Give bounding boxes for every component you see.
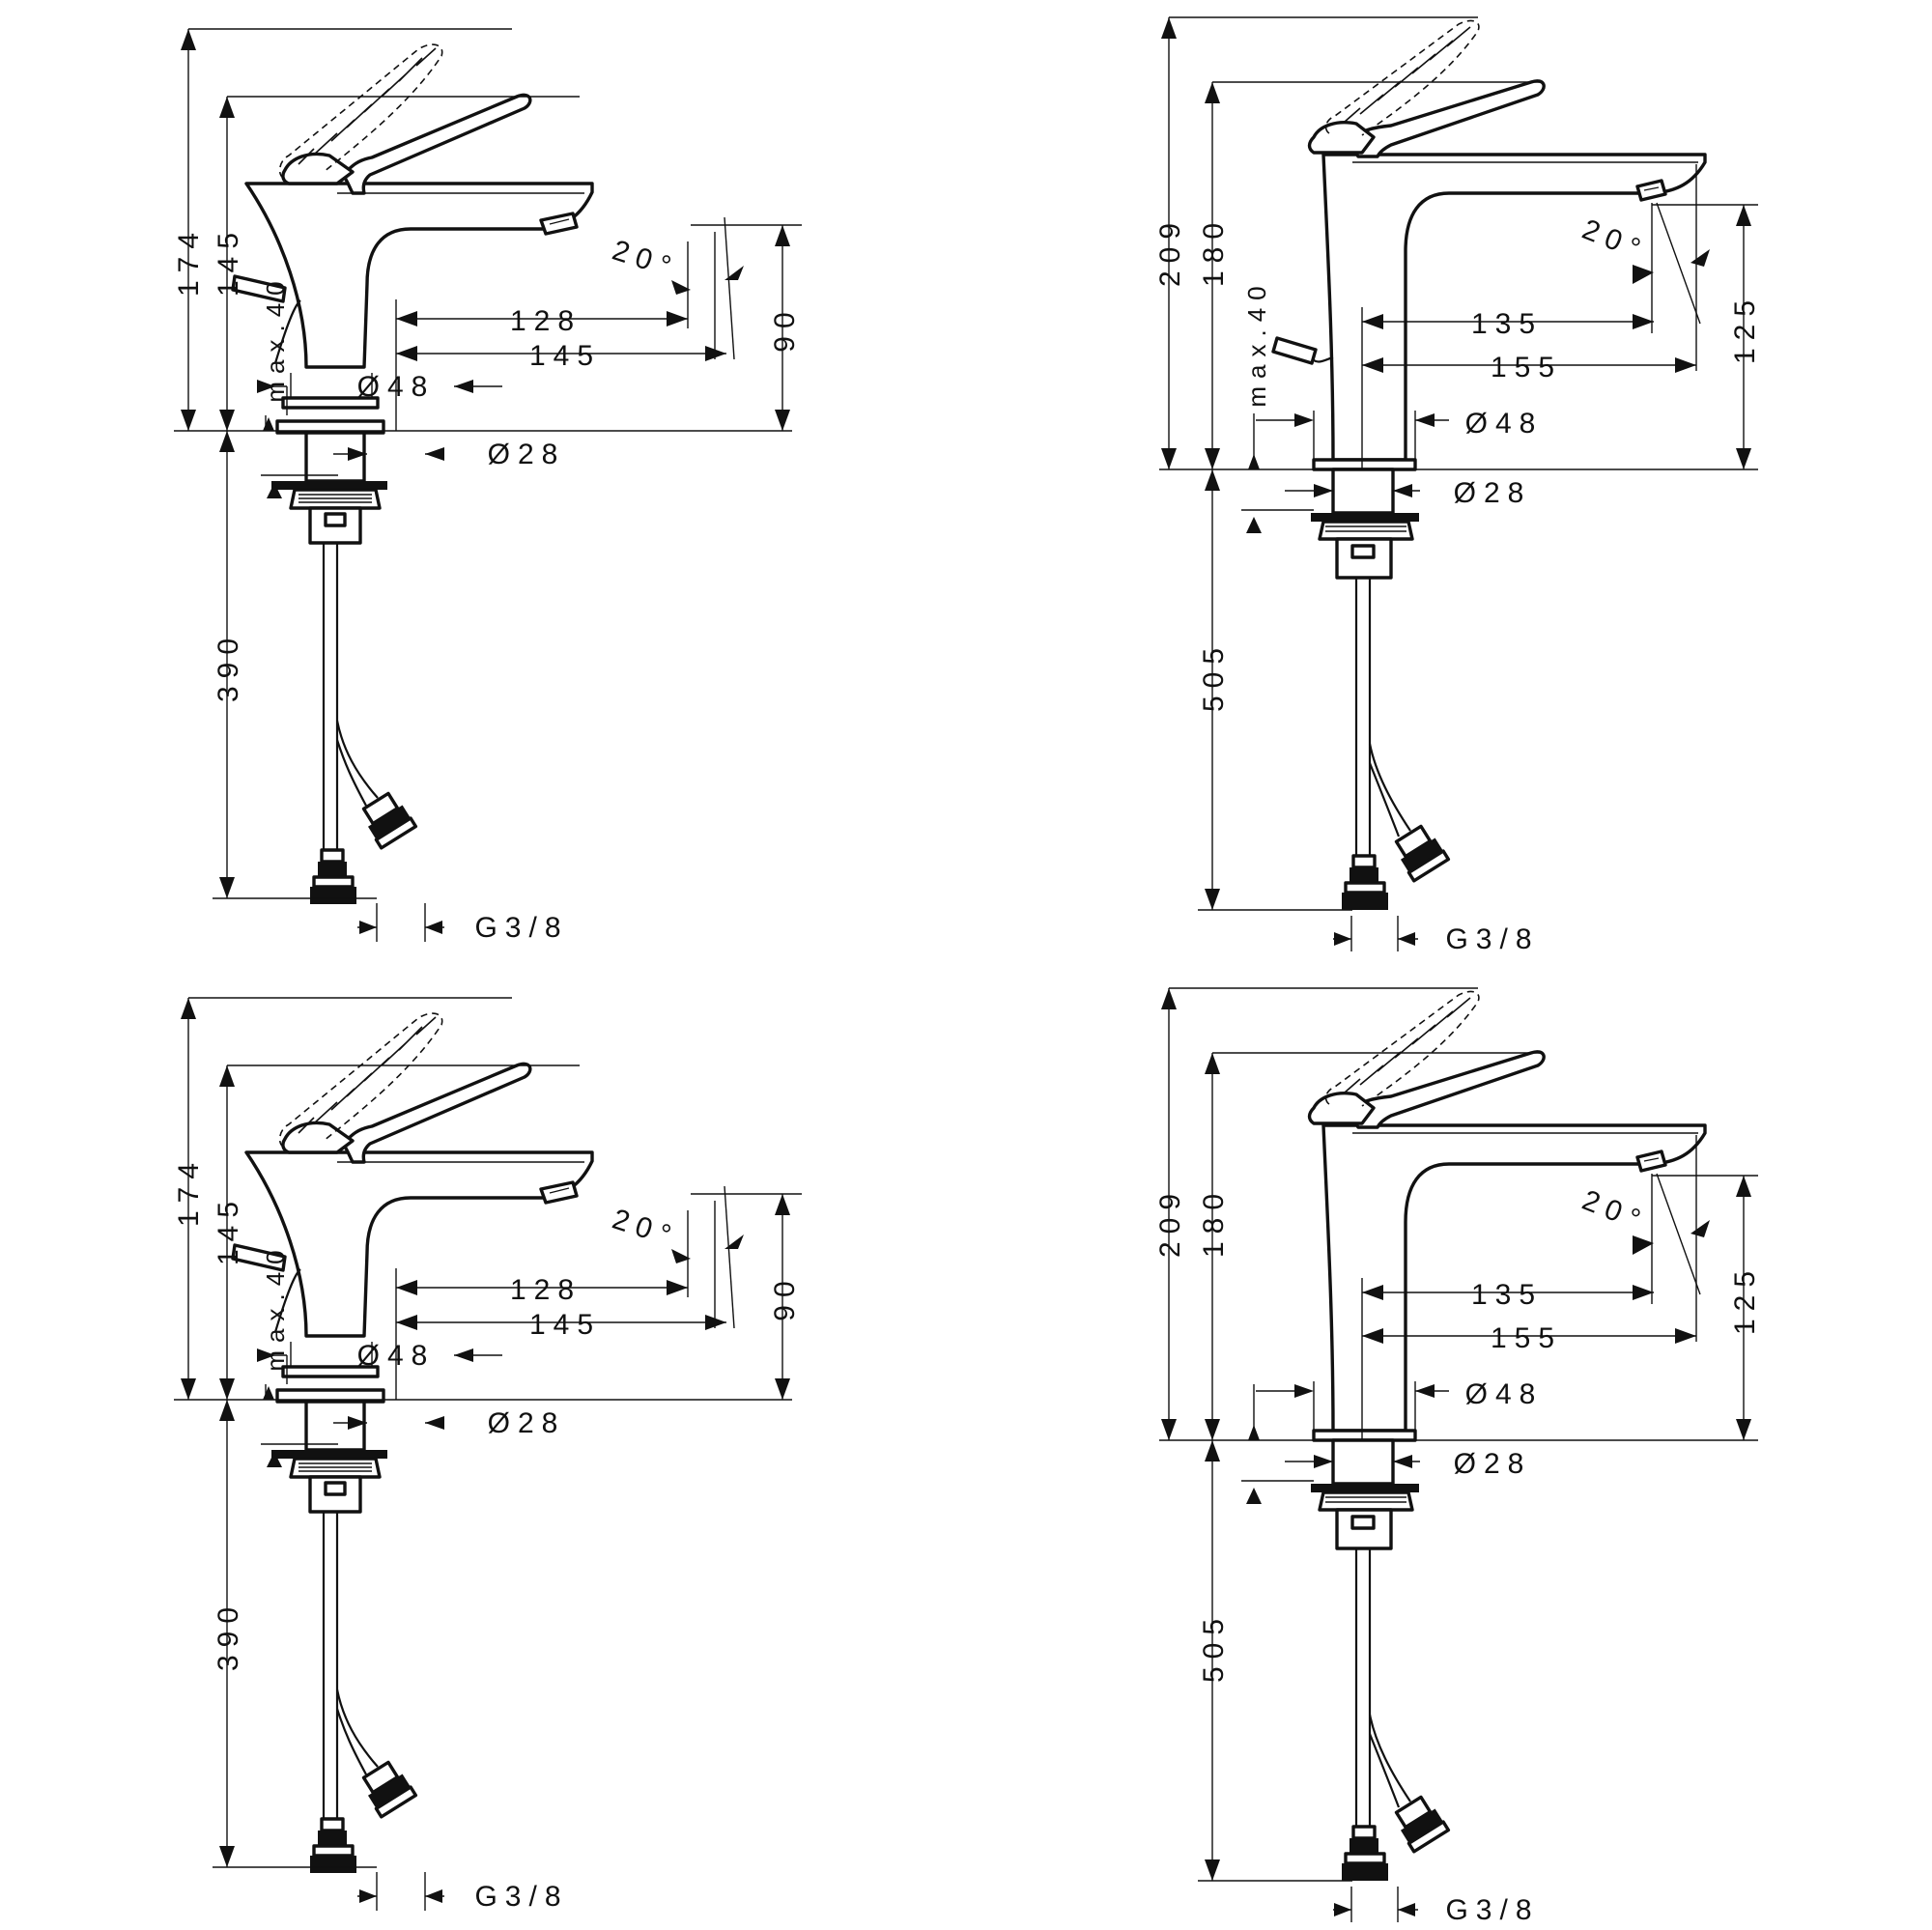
dim-spout-height: 125 (1729, 293, 1761, 364)
dim-spout-reach-inner: 128 (510, 305, 582, 337)
dim-hose-length: 390 (213, 631, 244, 702)
dim-hose-length: 505 (1198, 640, 1230, 712)
dim-hole-diameter: Ø28 (1454, 1448, 1532, 1480)
dim-total-height: 174 (173, 225, 205, 297)
dim-handle-height: 145 (213, 1194, 244, 1265)
dim-hole-diameter: Ø28 (488, 1407, 566, 1439)
dimension-lines (1159, 987, 1758, 1922)
drawing-bottom-left: 174 145 max.40 90 390 128 145 20° Ø48 Ø2… (173, 997, 802, 1913)
dimension-labels: 174 145 max.40 90 390 128 145 20° Ø48 Ø2… (173, 1155, 801, 1913)
dim-spout-reach-outer: 145 (529, 1309, 601, 1341)
dim-base-diameter: Ø48 (357, 1340, 436, 1372)
dim-spout-height: 90 (769, 304, 801, 352)
dim-total-height: 209 (1154, 215, 1186, 287)
dim-spout-reach-inner: 135 (1471, 1279, 1543, 1311)
dim-spout-height: 125 (1729, 1263, 1761, 1335)
dim-hole-diameter: Ø28 (488, 439, 566, 470)
dim-spout-reach-inner: 135 (1471, 308, 1543, 340)
dim-angle: 20° (1577, 213, 1652, 269)
dim-spout-reach-outer: 155 (1491, 352, 1562, 383)
dim-handle-height: 180 (1198, 215, 1230, 287)
faucet-tall (1271, 19, 1707, 910)
dim-angle: 20° (1577, 1184, 1652, 1239)
dim-hose-length: 390 (213, 1600, 244, 1671)
dim-max-thickness: max.40 (1242, 278, 1271, 407)
dim-max-thickness: max.40 (261, 1242, 290, 1371)
dim-max-thickness: max.40 (261, 273, 290, 402)
dim-spout-reach-outer: 145 (529, 340, 601, 372)
dimension-labels: 209 180 125 505 135 155 20° Ø48 Ø28 G3/8 (1154, 1184, 1761, 1926)
dimension-lines (174, 997, 802, 1911)
dim-base-diameter: Ø48 (357, 371, 436, 403)
dim-handle-height: 180 (1198, 1186, 1230, 1258)
dim-thread: G3/8 (1445, 1894, 1539, 1926)
dimension-lines (1159, 16, 1758, 951)
dim-thread: G3/8 (474, 1881, 568, 1913)
dim-thread: G3/8 (1445, 923, 1539, 955)
dim-angle: 20° (609, 235, 682, 286)
drawing-bottom-right: 209 180 125 505 135 155 20° Ø48 Ø28 G3/8 (1154, 987, 1761, 1926)
dim-hole-diameter: Ø28 (1454, 477, 1532, 509)
dim-total-height: 209 (1154, 1186, 1186, 1258)
dim-thread: G3/8 (474, 912, 568, 944)
dimension-lines (174, 28, 802, 942)
dim-hose-length: 505 (1198, 1611, 1230, 1683)
dim-total-height: 174 (173, 1155, 205, 1227)
faucet-tall (1307, 990, 1707, 1881)
dimension-labels: 209 180 max.40 125 505 135 155 20° Ø48 Ø… (1154, 213, 1761, 955)
dim-spout-height: 90 (769, 1273, 801, 1320)
dimension-labels: 174 145 max.40 90 390 128 145 20° Ø48 Ø2… (173, 225, 801, 944)
drawing-top-right: 209 180 max.40 125 505 135 155 20° Ø48 Ø… (1154, 16, 1761, 955)
dim-spout-reach-inner: 128 (510, 1274, 582, 1306)
drawing-top-left: 174 145 max.40 90 390 128 145 20° Ø48 Ø2… (173, 28, 802, 944)
dim-spout-reach-outer: 155 (1491, 1322, 1562, 1354)
dim-angle: 20° (609, 1204, 682, 1255)
dim-base-diameter: Ø48 (1465, 408, 1544, 440)
dim-base-diameter: Ø48 (1465, 1378, 1544, 1410)
dim-handle-height: 145 (213, 225, 244, 297)
